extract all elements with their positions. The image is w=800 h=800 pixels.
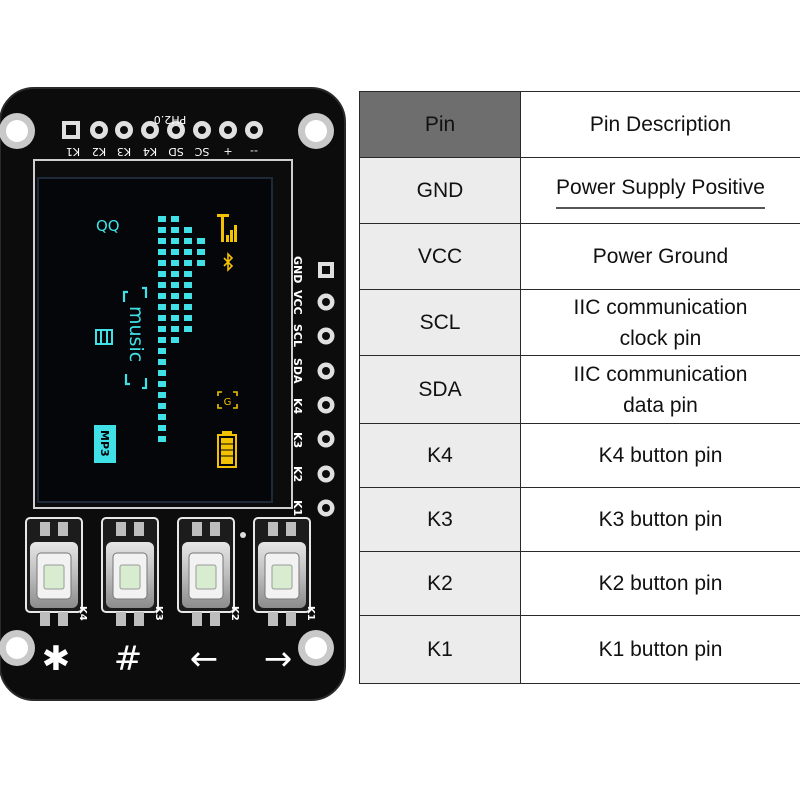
top-header-label: + bbox=[223, 145, 232, 158]
pin-name: K2 bbox=[359, 551, 521, 616]
signal-icon bbox=[217, 214, 237, 242]
button-k2[interactable] bbox=[177, 517, 235, 626]
button-label: K3 bbox=[153, 606, 164, 621]
pin-description-line: K2 button pin bbox=[598, 572, 723, 595]
mp3-badge bbox=[94, 425, 116, 463]
bracket-icon bbox=[124, 374, 130, 386]
side-header-label: K1 bbox=[291, 500, 304, 516]
pin-name: GND bbox=[359, 157, 521, 224]
side-header-label: K2 bbox=[291, 466, 304, 482]
side-header-label: VCC bbox=[291, 290, 304, 315]
side-header bbox=[317, 262, 335, 517]
table-row: VCC Power Ground bbox=[359, 223, 800, 290]
pin-description-line: K3 button pin bbox=[598, 508, 723, 531]
header-pin: Pin bbox=[359, 91, 521, 158]
side-header-label: K4 bbox=[291, 398, 304, 415]
pin-description: K4 button pin bbox=[520, 423, 800, 488]
pin-description-line: clock pin bbox=[619, 326, 702, 350]
music-text: music bbox=[125, 306, 147, 362]
pin-description-table: Pin Pin Description GND Power Supply Pos… bbox=[359, 91, 800, 684]
pin-description: K3 button pin bbox=[520, 487, 800, 552]
pin-description-line: IIC communication bbox=[573, 362, 748, 386]
table-row: SDA IIC communication data pin bbox=[359, 355, 800, 424]
mounting-holes bbox=[0, 113, 334, 666]
mp3-badge-text: MP3 bbox=[98, 430, 111, 457]
pin-name: VCC bbox=[359, 223, 521, 290]
top-header-label: -- bbox=[250, 145, 258, 158]
button-k4[interactable] bbox=[25, 517, 83, 626]
bluetooth-icon bbox=[223, 252, 234, 272]
side-header-label: K3 bbox=[291, 432, 304, 448]
equalizer-bars bbox=[158, 216, 205, 442]
battery-icon bbox=[217, 431, 237, 468]
pin-name: K1 bbox=[359, 615, 521, 684]
hash-icon: # bbox=[114, 639, 143, 679]
side-header-label: GND bbox=[291, 256, 304, 283]
pin-description-line: K1 button pin bbox=[598, 638, 723, 661]
pin-description: K1 button pin bbox=[520, 615, 800, 684]
pin-name: K3 bbox=[359, 487, 521, 552]
pin-description-line: K4 button pin bbox=[598, 444, 723, 467]
table-row: K1 K1 button pin bbox=[359, 615, 800, 684]
top-header-title: PH2.0 bbox=[154, 113, 186, 126]
arrow-left-icon: ← bbox=[190, 639, 219, 679]
top-header-label: K2 bbox=[92, 145, 106, 158]
pin-name: SCL bbox=[359, 289, 521, 356]
button-label: K4 bbox=[77, 606, 88, 621]
bracket-icon bbox=[142, 286, 148, 298]
oled-module-board: PH2.0 K1 K2 K3 K4 SD SC + -- QQ bbox=[0, 0, 350, 800]
bracket-icon bbox=[122, 290, 128, 302]
pin-description: IIC communication clock pin bbox=[520, 289, 800, 356]
top-header-label: SD bbox=[168, 145, 183, 158]
bracket-icon bbox=[142, 378, 148, 390]
qq-text: QQ bbox=[96, 217, 120, 235]
oled-display: QQ bbox=[37, 177, 273, 503]
pin-description: Power Supply Positive bbox=[520, 157, 800, 224]
pin-description-line: Power Ground bbox=[592, 245, 729, 268]
top-header-label: K1 bbox=[66, 145, 80, 158]
asterisk-icon: ✱ bbox=[42, 639, 71, 679]
button-k1[interactable] bbox=[253, 517, 311, 626]
pin-description-line: data pin bbox=[623, 393, 698, 417]
top-header-label: K4 bbox=[143, 145, 157, 158]
header-description: Pin Description bbox=[520, 91, 800, 158]
pin-description: IIC communication data pin bbox=[520, 355, 800, 424]
table-row: SCL IIC communication clock pin bbox=[359, 289, 800, 356]
table-row: GND Power Supply Positive bbox=[359, 157, 800, 224]
g-badge-text: G bbox=[224, 397, 232, 408]
top-header-label: SC bbox=[194, 145, 209, 158]
board-illustration: PH2.0 K1 K2 K3 K4 SD SC + -- QQ bbox=[0, 87, 346, 701]
button-label: K1 bbox=[305, 606, 316, 621]
arrow-right-icon: → bbox=[264, 639, 293, 679]
side-header-label: SDA bbox=[291, 358, 304, 384]
top-header bbox=[62, 121, 263, 139]
table-header-row: Pin Pin Description bbox=[359, 91, 800, 158]
button-k3[interactable] bbox=[101, 517, 159, 626]
g-badge: G bbox=[217, 391, 238, 409]
pin-description: K2 button pin bbox=[520, 551, 800, 616]
table-row: K3 K3 button pin bbox=[359, 487, 800, 552]
pin-description-line: IIC communication bbox=[573, 295, 748, 319]
table-row: K4 K4 button pin bbox=[359, 423, 800, 488]
pin-description: Power Ground bbox=[520, 223, 800, 290]
pin-name: K4 bbox=[359, 423, 521, 488]
pin-description-line: Power Supply Positive bbox=[556, 172, 765, 209]
side-header-label: SCL bbox=[291, 324, 304, 347]
table-row: K2 K2 button pin bbox=[359, 551, 800, 616]
button-label: K2 bbox=[229, 606, 240, 621]
pin-name: SDA bbox=[359, 355, 521, 424]
menu-icon bbox=[95, 329, 113, 345]
top-header-label: K3 bbox=[117, 145, 131, 158]
